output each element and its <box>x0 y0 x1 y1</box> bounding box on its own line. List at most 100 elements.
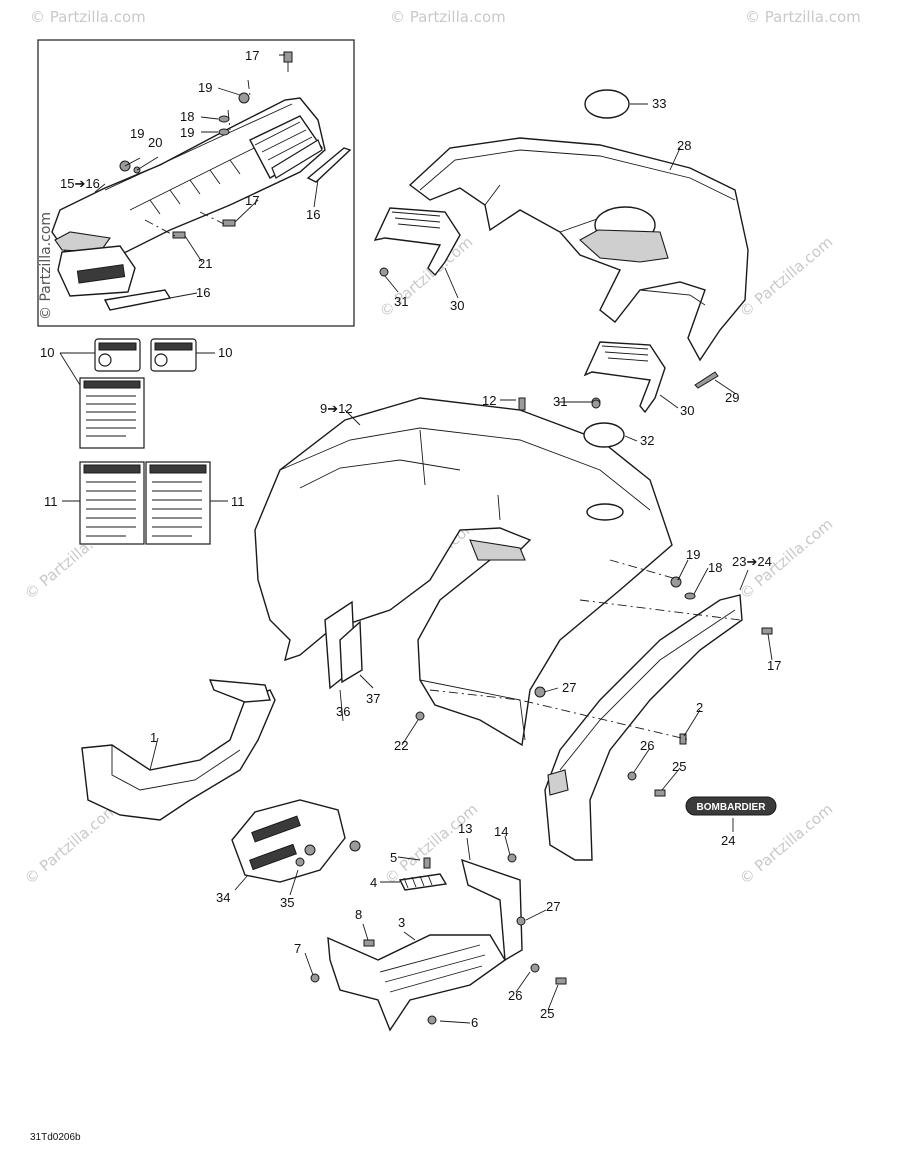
spring-clip-29 <box>694 371 719 389</box>
callout-19: 19 <box>180 125 194 140</box>
bolt-21 <box>172 231 186 239</box>
callout-4: 4 <box>370 875 377 890</box>
callout-19: 19 <box>686 547 700 562</box>
watermark: © Partzilla.com <box>745 8 861 26</box>
callout-34: 34 <box>216 890 230 905</box>
footrest-assembly <box>310 853 567 1032</box>
watermark: © Partzilla.com <box>21 800 121 888</box>
callout-13: 13 <box>458 821 472 836</box>
callout-12: 12 <box>482 393 496 408</box>
nut-6 <box>427 1015 437 1025</box>
callout-2: 2 <box>696 700 703 715</box>
bumper-brand-decal <box>271 139 323 179</box>
callout-10: 10 <box>218 345 232 360</box>
nut-31-mid <box>591 399 601 409</box>
callout-33: 33 <box>652 96 666 111</box>
callout-20: 20 <box>148 135 162 150</box>
callout-18: 18 <box>180 109 194 124</box>
callout-5: 5 <box>390 850 397 865</box>
callout-28: 28 <box>677 138 691 153</box>
callout-26: 26 <box>640 738 654 753</box>
cap-33 <box>584 89 630 119</box>
washer-27 <box>516 916 526 926</box>
callout-26: 26 <box>508 988 522 1003</box>
oval-plate-34 <box>231 799 361 883</box>
washer-26-right <box>627 771 637 781</box>
bracket-13 <box>461 858 523 962</box>
callout-16: 16 <box>196 285 210 300</box>
callout-25: 25 <box>540 1006 554 1021</box>
rear-fender-28 <box>408 137 749 362</box>
side-panel-1 <box>81 679 276 821</box>
washer-19 <box>218 128 230 136</box>
bolt-12 <box>518 397 526 411</box>
callout-3: 3 <box>398 915 405 930</box>
decal-11-left <box>79 461 145 545</box>
watermark: © Partzilla.com <box>30 8 146 26</box>
callout-29: 29 <box>725 390 739 405</box>
bumper-lower-decal <box>76 264 126 284</box>
fender-extension-23 <box>544 594 743 861</box>
callout-22: 22 <box>394 738 408 753</box>
nut-19 <box>238 92 250 104</box>
callout-1: 1 <box>150 730 157 745</box>
inset-hardware <box>119 51 293 239</box>
watermark-vertical: © Partzilla.com <box>38 212 54 320</box>
callout-15-16: 15➔16 <box>60 176 100 191</box>
callout-35: 35 <box>280 895 294 910</box>
callout-19: 19 <box>130 126 144 141</box>
decal-11-right <box>145 461 211 545</box>
bolt-17-right <box>761 627 773 635</box>
callout-16: 16 <box>306 207 320 222</box>
bolt-25-right <box>654 789 666 797</box>
watermark: © Partzilla.com <box>390 8 506 26</box>
bolt-17-mid <box>222 219 236 227</box>
inset-frame <box>37 39 355 327</box>
callout-7: 7 <box>294 941 301 956</box>
front-fender-9 <box>254 397 673 747</box>
callout-10: 10 <box>40 345 54 360</box>
callout-17: 17 <box>245 193 259 208</box>
callout-17: 17 <box>767 658 781 673</box>
callout-24: 24 <box>721 833 735 848</box>
callout-labels: 17 19 18 19 19 20 15➔16 17 16 21 16 10 1… <box>40 48 781 1030</box>
washer-26 <box>530 963 540 973</box>
callout-32: 32 <box>640 433 654 448</box>
callout-14: 14 <box>494 824 508 839</box>
callout-17: 17 <box>245 48 259 63</box>
bolt-25 <box>555 977 567 985</box>
nut-7 <box>310 973 320 983</box>
callout-19: 19 <box>198 80 212 95</box>
nut-19-right <box>670 576 682 588</box>
callout-11: 11 <box>44 494 58 509</box>
bolt-5 <box>423 857 431 869</box>
callout-6: 6 <box>471 1015 478 1030</box>
callout-21: 21 <box>198 256 212 271</box>
drawing-code: 31Td0206b <box>30 1132 81 1143</box>
callout-8: 8 <box>355 907 362 922</box>
watermark: © Partzilla.com <box>736 233 836 321</box>
callout-31: 31 <box>553 394 567 409</box>
washer-18 <box>218 115 230 123</box>
leader-lines <box>59 54 773 1024</box>
callout-18: 18 <box>708 560 722 575</box>
footpeg-4 <box>398 873 448 891</box>
callout-30: 30 <box>450 298 464 313</box>
washer-18-right <box>684 592 696 600</box>
bolt-17-top <box>283 51 293 63</box>
callout-36: 36 <box>336 704 350 719</box>
callout-9-12: 9➔12 <box>320 401 353 416</box>
callout-23-24: 23➔24 <box>732 554 772 569</box>
nut-35-lower <box>295 857 305 867</box>
callout-27: 27 <box>546 899 560 914</box>
callout-11: 11 <box>231 494 245 509</box>
callout-30: 30 <box>680 403 694 418</box>
callout-25: 25 <box>672 759 686 774</box>
cap-32 <box>583 422 625 448</box>
nut-31 <box>379 267 389 277</box>
brand-decal-text: BOMBARDIER <box>697 802 767 813</box>
bracket-30-upper <box>373 207 461 277</box>
callout-31: 31 <box>394 294 408 309</box>
nut-35-right <box>349 840 361 852</box>
